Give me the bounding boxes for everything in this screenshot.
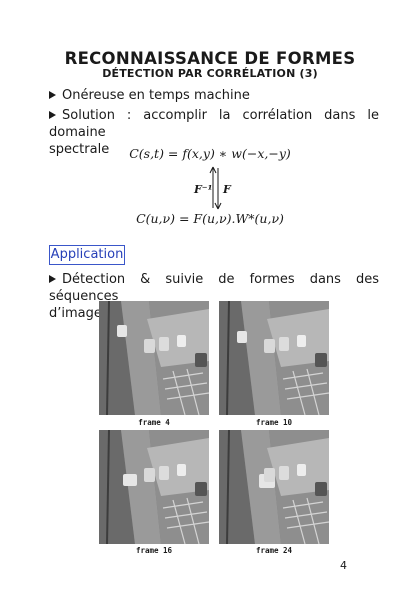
bullet-line-2: spectrale	[49, 142, 110, 157]
bullet-text: Solution : accomplir la corrélation dans…	[49, 108, 379, 140]
bullet-line-1: Solution : accomplir la corrélation dans…	[49, 107, 379, 141]
frame-caption-16: frame 16	[135, 546, 173, 555]
inverse-transform-label: F⁻¹	[193, 183, 212, 196]
application-section-label: Application	[49, 245, 125, 265]
frame-image-16	[99, 430, 209, 544]
frame-image-4	[99, 301, 209, 415]
bullet-detection: Détection & suivie de formes dans des sé…	[49, 271, 379, 322]
page-number: 4	[340, 559, 347, 572]
bullet-text: Onéreuse en temps machine	[62, 88, 250, 103]
bullet-line-1: Détection & suivie de formes dans des sé…	[49, 271, 379, 305]
fourier-transform-arrows: F⁻¹ F	[193, 166, 232, 210]
frame-caption-4: frame 4	[138, 418, 170, 427]
slide-title: RECONNAISSANCE DE FORMES	[64, 49, 356, 68]
forward-transform-label: F	[222, 183, 232, 196]
slide-subtitle: DÉTECTION PAR CORRÉLATION (3)	[102, 67, 318, 80]
frame-image-10	[219, 301, 329, 415]
frame-caption-24: frame 24	[255, 546, 293, 555]
bullet-solution: Solution : accomplir la corrélation dans…	[49, 107, 379, 158]
frame-caption-10: frame 10	[255, 418, 293, 427]
triangle-bullet-icon	[49, 111, 56, 119]
equation-spatial: C(s,t) = f(x,y) ∗ w(−x,−y)	[129, 146, 291, 161]
triangle-bullet-icon	[49, 275, 56, 283]
bullet-text: Détection & suivie de formes dans des sé…	[49, 272, 379, 304]
bullet-line-2: d’images	[49, 306, 109, 321]
frame-image-24	[219, 430, 329, 544]
bullet-onereuse: Onéreuse en temps machine	[49, 87, 379, 104]
triangle-bullet-icon	[49, 91, 56, 99]
equation-spectral: C(u,ν) = F(u,ν).W*(u,ν)	[136, 211, 284, 226]
